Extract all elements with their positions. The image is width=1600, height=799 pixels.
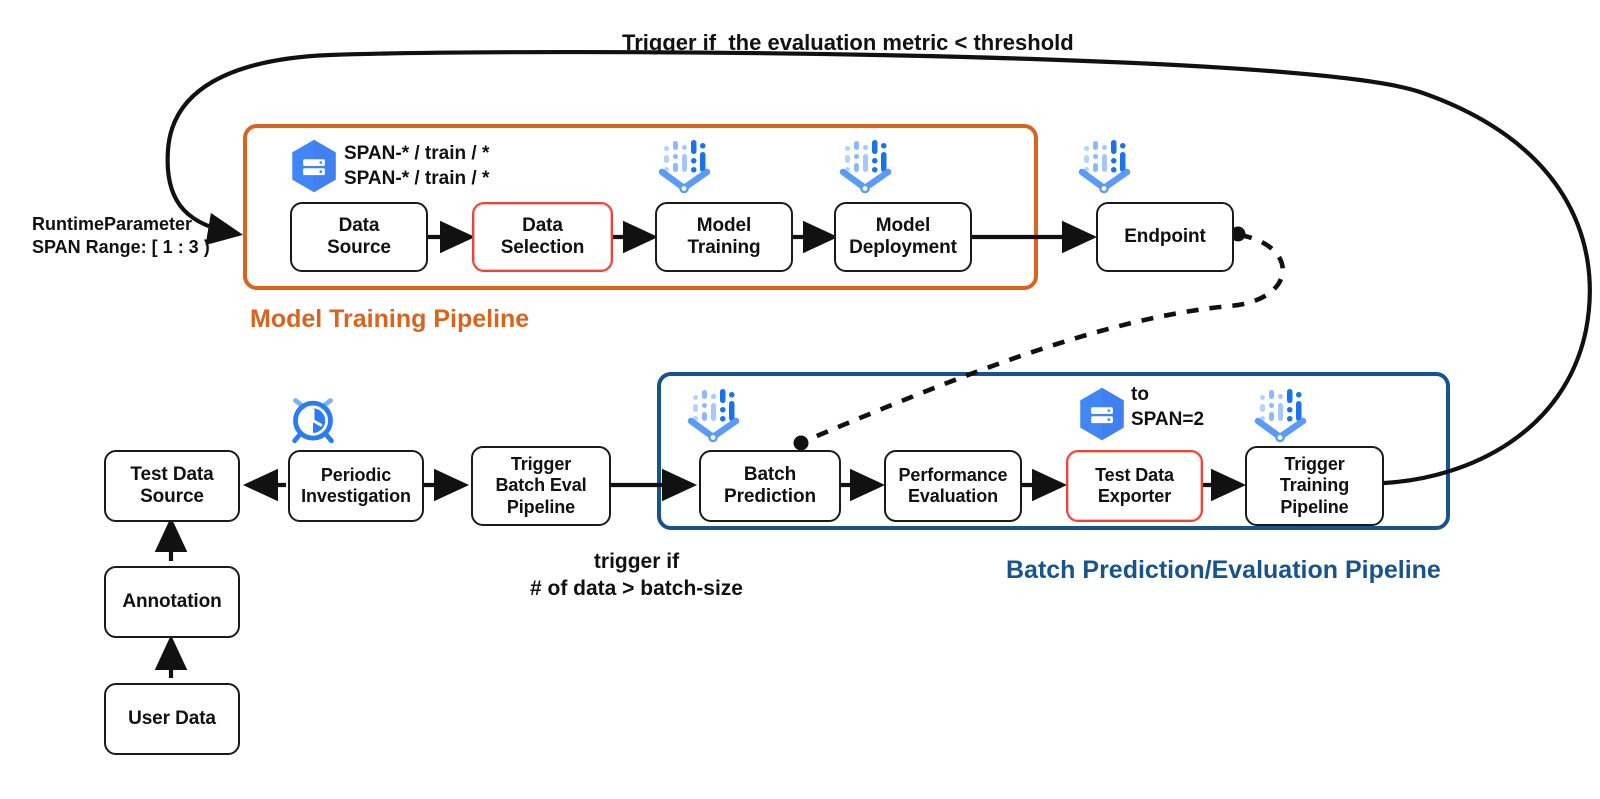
node-data-selection[interactable]: Data Selection: [472, 202, 613, 272]
node-annotation[interactable]: Annotation: [104, 566, 240, 638]
node-label-line3: Pipeline: [506, 496, 576, 517]
node-endpoint[interactable]: Endpoint: [1096, 202, 1234, 272]
node-label-line1: Test Data: [1095, 464, 1174, 485]
node-label-line1: Model: [696, 214, 752, 236]
bigquery-icon: [285, 137, 343, 200]
node-model-deployment[interactable]: Model Deployment: [834, 202, 972, 272]
node-periodic-investigation[interactable]: Periodic Investigation: [288, 450, 424, 522]
node-label-line1: User Data: [128, 707, 216, 729]
node-trigger-batch-eval-pipeline[interactable]: Trigger Batch Eval Pipeline: [471, 446, 611, 526]
node-label-line2: Evaluation: [907, 486, 998, 506]
node-label-line2: Investigation: [301, 486, 411, 506]
node-batch-prediction[interactable]: Batch Prediction: [699, 450, 841, 522]
tfx-icon: [838, 132, 894, 199]
node-label-line3: Pipeline: [1280, 496, 1349, 517]
tfx-icon: [1077, 132, 1133, 199]
tfx-icon: [686, 381, 742, 448]
node-label-line1: Test Data: [130, 463, 214, 485]
model-training-pipeline-label: Model Training Pipeline: [250, 305, 530, 333]
tfx-icon: [1253, 381, 1309, 448]
node-label-line2: Batch Eval: [495, 475, 587, 496]
to-span-label: to SPAN=2: [1131, 384, 1205, 430]
node-label-line1: Trigger: [510, 454, 572, 475]
node-label-line2: Deployment: [849, 237, 957, 258]
node-data-source[interactable]: Data Source: [290, 202, 428, 272]
bigquery-span-paths: SPAN-* / train / * SPAN-* / train / *: [344, 143, 490, 189]
batch-prediction-pipeline-label: Batch Prediction/Evaluation Pipeline: [1006, 556, 1441, 584]
alarm-clock-icon: [285, 390, 341, 451]
node-label-line2: Prediction: [724, 486, 816, 507]
node-test-data-exporter[interactable]: Test Data Exporter: [1066, 450, 1203, 522]
node-label-line1: Data: [522, 214, 563, 236]
trigger-threshold-note: Trigger if the evaluation metric < thres…: [622, 30, 1074, 55]
node-label-line2: Training: [1279, 475, 1350, 496]
node-label-line2: Source: [327, 237, 391, 258]
node-test-data-source[interactable]: Test Data Source: [104, 450, 240, 522]
node-label-line1: Periodic: [320, 464, 392, 485]
runtime-parameter-note: RuntimeParameter SPAN Range: [ 1 : 3 ): [32, 214, 210, 258]
node-label-line1: Model: [875, 214, 931, 236]
node-label-line1: Endpoint: [1124, 225, 1206, 247]
node-label-line1: Performance: [898, 464, 1008, 485]
batch-size-trigger-note: trigger if # of data > batch-size: [530, 550, 743, 601]
bigquery-icon: [1073, 385, 1131, 448]
node-label-line2: Exporter: [1097, 486, 1172, 506]
node-label-line1: Data: [338, 214, 380, 236]
node-label-line1: Batch: [743, 463, 797, 485]
node-trigger-training-pipeline[interactable]: Trigger Training Pipeline: [1245, 446, 1384, 526]
node-label-line1: Trigger: [1284, 454, 1345, 475]
node-model-training[interactable]: Model Training: [655, 202, 793, 272]
node-label-line1: Annotation: [122, 590, 222, 612]
node-label-line2: Training: [687, 237, 761, 258]
node-performance-evaluation[interactable]: Performance Evaluation: [884, 450, 1022, 522]
node-user-data[interactable]: User Data: [104, 683, 240, 755]
node-label-line2: Source: [140, 486, 204, 507]
node-label-line2: Selection: [500, 237, 585, 258]
tfx-icon: [657, 132, 713, 199]
